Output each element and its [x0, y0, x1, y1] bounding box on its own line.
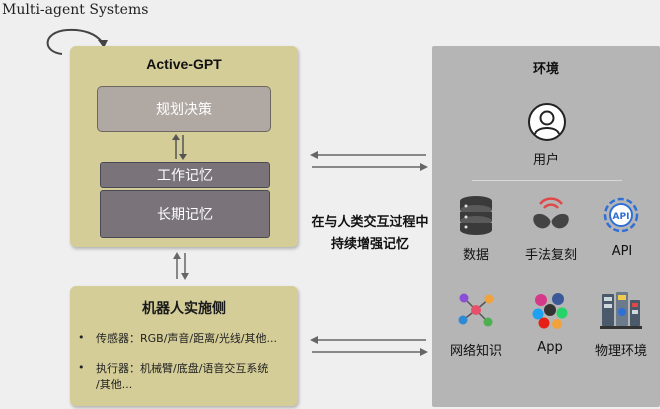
center-text-line-1: 在与人类交互过程中 [311, 215, 429, 230]
environment-panel: 环境 用户 数据 手法复刻 API API [432, 46, 660, 407]
active-gpt-panel: Active-GPT 规划决策 工作记忆 长期记忆 [70, 46, 298, 247]
network-icon [458, 293, 494, 327]
database-icon [460, 196, 492, 235]
user-icon [528, 103, 566, 141]
gpt-environment-arrows [310, 151, 428, 171]
robot-environment-arrows [310, 336, 428, 356]
self-loop-arrow [46, 28, 108, 55]
physical-environment-icon [600, 292, 642, 329]
data-label: 数据 [462, 248, 489, 263]
handshake-label: 手法复刻 [524, 248, 577, 263]
gpt-robot-arrows [173, 252, 189, 280]
apps-icon [532, 293, 568, 329]
active-gpt-title: Active-GPT [146, 56, 222, 72]
environment-divider [472, 180, 622, 181]
working-memory-box: 工作记忆 [100, 162, 270, 188]
environment-title: 环境 [532, 62, 559, 77]
api-label: API [611, 244, 633, 259]
user-label: 用户 [532, 153, 559, 168]
bullet-icon: • [78, 331, 85, 344]
actuators-item: • 执行器：机械臂/底盘/语音交互系统 /其他... [78, 361, 268, 393]
long-term-memory-box: 长期记忆 [100, 190, 270, 238]
planning-box: 规划决策 [97, 86, 271, 132]
center-text-line-2: 持续增强记忆 [330, 237, 409, 252]
actuators-text: 执行器：机械臂/底盘/语音交互系统 [96, 362, 269, 375]
robot-implementation-panel: 机器人实施侧 • 传感器：RGB/声音/距离/光线/其他... • 执行器：机械… [70, 286, 298, 406]
app-label: App [537, 340, 563, 355]
physical-environment-label: 物理环境 [594, 344, 647, 359]
svg-text:API: API [613, 212, 630, 222]
diagram-title: Multi-agent Systems [2, 2, 149, 18]
bullet-icon: • [78, 361, 85, 374]
memory-enhancement-text: 在与人类交互过程中 持续增强记忆 [304, 212, 436, 256]
plan-memory-arrows [172, 134, 187, 160]
network-knowledge-label: 网络知识 [449, 344, 502, 359]
api-gear-icon: API [603, 197, 639, 233]
sensors-text: 传感器：RGB/声音/距离/光线/其他... [96, 332, 278, 345]
handshake-icon [533, 197, 569, 229]
actuators-text-continued: /其他... [96, 378, 133, 391]
robot-title: 机器人实施侧 [142, 300, 226, 316]
sensors-item: • 传感器：RGB/声音/距离/光线/其他... [78, 331, 277, 347]
